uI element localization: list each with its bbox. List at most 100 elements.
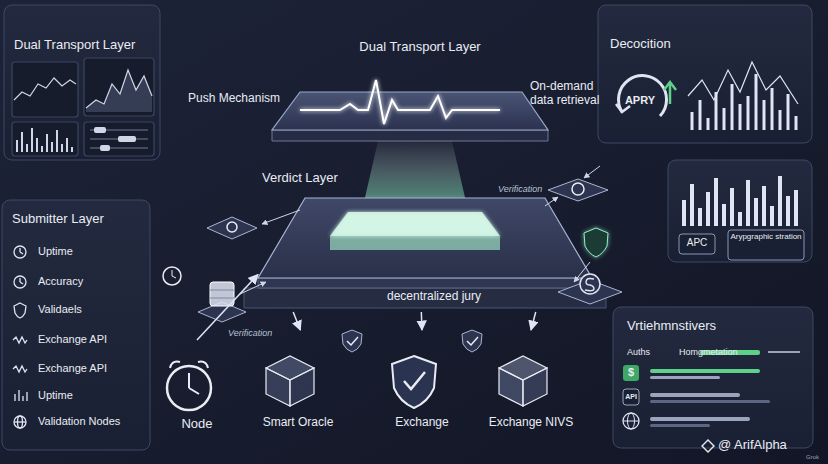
mini-charts-shape (118, 136, 136, 142)
validator-panel-art-shape (623, 389, 639, 405)
submitter-icons-shape (14, 303, 26, 318)
crypto-panel-art-shape (698, 208, 702, 226)
verdict-platform-shape (258, 278, 592, 288)
node-text: Exchange API (38, 362, 107, 375)
side-tiles-shape (227, 222, 237, 232)
side-tiles-shape (172, 276, 176, 278)
side-tiles-shape (462, 330, 482, 352)
node-text: Arypgraphic stration (730, 232, 802, 242)
side-tiles-shape (210, 290, 234, 291)
decision-panel-art-shape (779, 110, 782, 130)
node-icon-box: Node (150, 340, 244, 435)
mini-charts-shape (66, 138, 68, 152)
bottom-icons-shape (523, 368, 547, 406)
crypto-panel-art-shape (684, 176, 796, 226)
flow-connector (531, 312, 536, 330)
decision-panel-art (616, 62, 798, 130)
decision-panel-art-shape (763, 100, 766, 130)
mini-charts-shape (41, 146, 43, 152)
submitter-icons-shape (18, 390, 19, 401)
validator-panel: VrtiehmnstiversAuthsHomgmetation$API (613, 307, 813, 448)
validator-panel-art-shape (623, 421, 639, 422)
crypto-panel-art-shape (778, 176, 782, 226)
submitter-icons-shape (20, 282, 23, 284)
side-tiles-shape (585, 278, 594, 290)
decision-panel-art-shape (691, 112, 694, 130)
submitter-icons-shape (13, 366, 27, 372)
exchange-nivs-box: Exchange NIVS (468, 330, 594, 435)
mini-charts-shape (51, 142, 53, 152)
decision-panel-art-shape (787, 94, 790, 130)
submitter-icons-shape (13, 337, 27, 343)
side-tiles-shape (574, 262, 590, 282)
decision-panel-art-shape (739, 104, 742, 130)
node-heading: Exchange NIVS (468, 416, 594, 430)
chart-panel: Dual Transport Layer (4, 5, 160, 160)
mechanism-label: On-demand data retrieval (530, 80, 616, 108)
crypto-panel-art-shape (722, 204, 726, 226)
mini-charts-shape (17, 128, 72, 152)
validator-panel-art-shape (650, 369, 760, 373)
side-tiles (163, 166, 622, 352)
decision-panel-art-shape (731, 84, 734, 130)
bottom-icons-shape (188, 373, 190, 388)
submitter-icons-shape (19, 248, 20, 252)
decision-panel-art-shape (669, 84, 672, 104)
decision-panel-art-shape (664, 82, 676, 90)
node-text: Accuracy (38, 275, 83, 288)
submitter-panel: Submitter LayerUptimeAccuracyValidaelsEx… (2, 200, 150, 450)
side-tiles-shape (572, 183, 584, 195)
panels-shape (613, 307, 813, 448)
submitter-icons-shape (14, 246, 26, 258)
node-heading: Dual Transport Layer (262, 40, 578, 55)
mini-charts-shape (14, 78, 76, 100)
side-tiles-shape (210, 282, 234, 306)
validator-panel-art (623, 350, 800, 429)
transport-platform-shape (300, 80, 500, 124)
side-tiles-shape (163, 267, 181, 285)
decision-panel: DecocitionAPRY (598, 5, 812, 143)
crypto-panel-art-shape (730, 188, 734, 226)
side-tiles-shape (584, 228, 608, 257)
submitter-icons-shape (14, 421, 26, 422)
side-tiles-shape (342, 330, 362, 352)
node-text: Validaels (38, 303, 82, 316)
submitter-icons-shape (22, 396, 23, 401)
mini-charts-shape (71, 147, 73, 152)
panels-shape (598, 5, 812, 143)
node-heading: Dual Transport Layer (14, 38, 135, 53)
mini-charts-shape (31, 128, 33, 152)
side-tiles-shape (584, 166, 600, 178)
side-tiles-shape (467, 337, 478, 345)
mini-charts-shape (12, 122, 78, 156)
bottom-icons (167, 356, 547, 410)
crypto-panel-art-shape (690, 184, 694, 226)
side-tiles-shape (172, 270, 173, 276)
mini-charts-shape (16, 140, 18, 152)
node-text: $ (623, 366, 639, 379)
panels-shape (4, 5, 160, 160)
submitter-icons-shape (14, 394, 15, 401)
node-text: Uptime (38, 245, 73, 258)
transport-platform (272, 80, 548, 141)
watermark: Grok (806, 454, 819, 461)
submitter-icons (13, 246, 27, 428)
side-tiles-shape (207, 217, 257, 239)
transport-platform-shape (272, 130, 548, 141)
mini-charts-shape (86, 70, 152, 108)
node-heading: Submitter Layer (12, 212, 104, 227)
node-heading: Vrtiehmnstivers (627, 319, 716, 334)
mini-charts-shape (21, 132, 23, 152)
oracle-icon-box: Smart Oracle (240, 330, 356, 435)
bottom-icons-shape (499, 368, 523, 406)
submitter-icons-shape (14, 276, 26, 288)
flow-connector (293, 312, 300, 330)
bottom-icons-shape (290, 368, 314, 406)
decision-panel-art-shape (755, 74, 758, 130)
node-heading: Smart Oracle (240, 416, 356, 430)
crypto-panel-art-shape (728, 230, 804, 260)
flow-connector (421, 312, 423, 330)
crypto-panel-art-shape (682, 200, 686, 226)
